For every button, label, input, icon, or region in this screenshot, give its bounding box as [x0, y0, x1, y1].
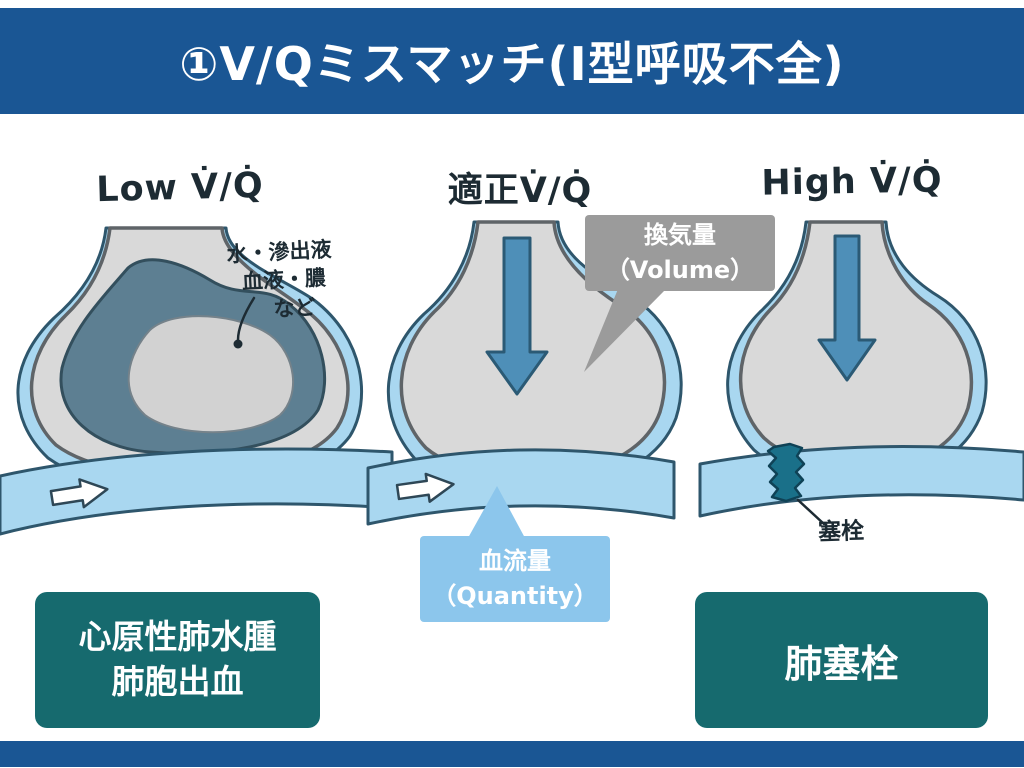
- caption-high-label: 肺塞栓: [784, 641, 899, 686]
- ventilation-arrow-high: [817, 234, 877, 382]
- embolus-label: 塞栓: [817, 518, 865, 546]
- caption-low-line2: 肺胞出血: [111, 662, 244, 701]
- perfusion-callout-tail: [468, 486, 525, 538]
- footer-bar: [0, 741, 1024, 767]
- blood-flow-arrow-normal: [395, 472, 455, 503]
- embolus-shape: [766, 442, 806, 503]
- perfusion-callout-line2: （Quantity）: [432, 582, 598, 610]
- blood-flow-arrow-low: [49, 478, 109, 509]
- annotation-pointer-low: [233, 296, 256, 349]
- header-banner: ①V/Qミスマッチ(Ⅰ型呼吸不全): [0, 8, 1024, 114]
- panel-title-high: High V̇/Q̇: [761, 160, 943, 204]
- panel-title-normal: 適正V̇/Q̇: [447, 171, 593, 211]
- caption-box-high: 肺塞栓: [695, 592, 988, 728]
- ventilation-callout: 換気量 （Volume）: [585, 215, 775, 291]
- blood-vessel-high: [698, 445, 1024, 518]
- caption-low-line1: 心原性肺水腫: [78, 617, 277, 657]
- ventilation-callout-line1: 換気量: [644, 221, 716, 250]
- ventilation-callout-line2: （Volume）: [605, 256, 755, 284]
- page-title: ①V/Qミスマッチ(Ⅰ型呼吸不全): [179, 37, 845, 91]
- perfusion-callout: 血流量 （Quantity）: [420, 536, 610, 622]
- caption-box-low: 心原性肺水腫 肺胞出血: [35, 592, 320, 728]
- annotation-low: 水・滲出液 血液・膿 など: [226, 235, 335, 325]
- embolus-pointer-high: [796, 498, 826, 526]
- ventilation-arrow-normal: [485, 236, 549, 396]
- blood-vessel-normal: [366, 448, 676, 526]
- perfusion-callout-line1: 血流量: [479, 547, 551, 576]
- annotation-low-line3: など: [272, 294, 317, 322]
- ventilation-callout-tail: [584, 289, 666, 372]
- air-space-low: [127, 315, 294, 434]
- alveolus-high: [726, 220, 988, 483]
- annotation-low-line2: 血液・膿: [241, 265, 327, 295]
- alveolus-low: [16, 226, 363, 490]
- panel-title-low: Low V̇/Q̇: [95, 165, 265, 211]
- annotation-low-line1: 水・滲出液: [225, 237, 333, 267]
